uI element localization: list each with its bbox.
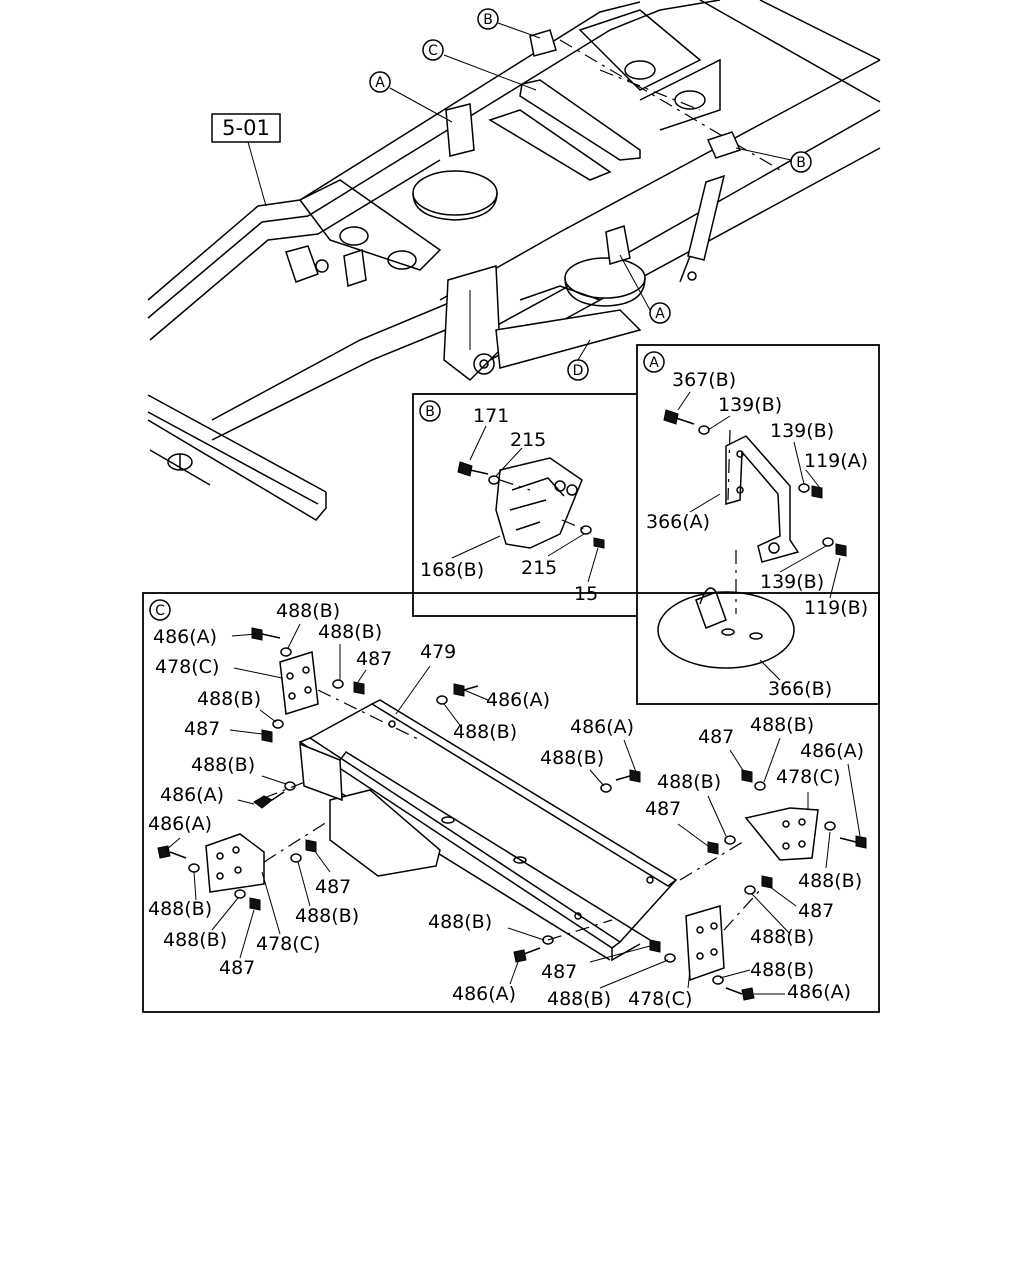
panel-letter-text: C [155,603,165,619]
panel-letter-text: B [425,404,435,420]
callout-group: B C A B A D [369,8,812,381]
reference-label: 5-01 [222,116,270,140]
part-label: 488(B) [276,600,340,622]
part-label: 119(B) [804,597,868,619]
part-label: 486(A) [800,740,864,762]
part-label: 486(A) [153,626,217,648]
part-label: 488(B) [798,870,862,892]
callout-b: B [477,8,499,30]
callout-letter: B [796,155,806,171]
part-label: 487 [798,900,834,922]
part-label: 171 [473,405,509,427]
callout-leaders [389,22,792,361]
part-label: 478(C) [155,656,219,678]
callout-a: A [649,302,671,324]
part-label: 486(A) [570,716,634,738]
panel-letter-a: A [643,351,665,373]
part-label: 488(B) [163,929,227,951]
panel-letter-circle [419,400,441,422]
part-label: 487 [184,718,220,740]
part-label: 488(B) [295,905,359,927]
callout-d: D [567,359,589,381]
part-label: 488(B) [453,721,517,743]
panel-a [636,344,880,705]
part-label: 488(B) [428,911,492,933]
callout-circle [649,302,671,324]
callout-circle [477,8,499,30]
part-label: 478(C) [256,933,320,955]
callout-letter: B [483,12,493,28]
panel-letters: A B C [149,351,665,621]
part-labels: 367(B) 139(B) 139(B) 119(A) 366(A) 139(B) 119(… [148,369,868,1010]
callout-letter: C [428,43,438,59]
part-label: 487 [356,648,392,670]
part-label: 488(B) [540,747,604,769]
part-label: 487 [645,798,681,820]
part-label: 366(A) [646,511,710,533]
reference-box: 5-01 [211,113,281,207]
part-label: 488(B) [148,898,212,920]
part-label: 478(C) [628,988,692,1010]
callout-circle [790,151,812,173]
callout-letter: A [655,306,665,322]
part-label: 168(B) [420,559,484,581]
panel-letter-circle [643,351,665,373]
part-label: 487 [698,726,734,748]
callout-circle [567,359,589,381]
callout-c: C [422,39,444,61]
part-label: 486(A) [160,784,224,806]
callout-letter: A [375,75,385,91]
panel-c [142,592,880,1013]
part-label: 15 [574,583,598,605]
part-label: 488(B) [197,688,261,710]
part-label: 486(A) [452,983,516,1005]
panel-letter-c: C [149,599,171,621]
part-label: 488(B) [657,771,721,793]
panel-letter-circle [149,599,171,621]
part-label: 215 [521,557,557,579]
part-label: 215 [510,429,546,451]
panel-letter-b: B [419,400,441,422]
part-label: 139(B) [760,571,824,593]
panel-letter-text: A [649,355,659,371]
part-label: 479 [420,641,456,663]
part-label: 488(B) [318,621,382,643]
part-label: 486(A) [787,981,851,1003]
part-label: 488(B) [750,959,814,981]
part-label: 487 [315,876,351,898]
panel-b [412,393,640,617]
part-label: 488(B) [191,754,255,776]
callout-letter: D [573,363,584,379]
part-label: 119(A) [804,450,868,472]
part-label: 488(B) [750,714,814,736]
part-label: 367(B) [672,369,736,391]
part-label: 366(B) [768,678,832,700]
part-label: 488(B) [547,988,611,1010]
part-label: 488(B) [750,926,814,948]
part-label: 487 [219,957,255,979]
callout-b: B [790,151,812,173]
part-label: 486(A) [148,813,212,835]
part-label: 139(B) [770,420,834,442]
callout-circle [422,39,444,61]
callout-circle [369,71,391,93]
chassis-frame-illustration [147,0,881,521]
part-label: 478(C) [776,766,840,788]
part-label: 487 [541,961,577,983]
callout-a: A [369,71,391,93]
part-label: 139(B) [718,394,782,416]
part-label: 486(A) [486,689,550,711]
